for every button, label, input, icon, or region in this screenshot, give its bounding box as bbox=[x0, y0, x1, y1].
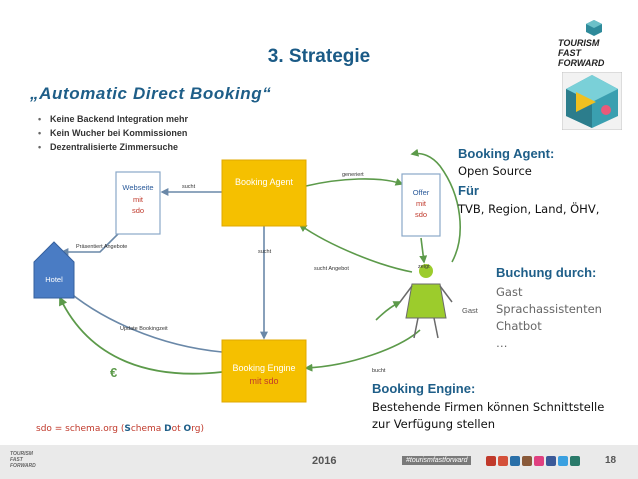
edge-guest-to-agent bbox=[298, 224, 413, 273]
booking-engine-node bbox=[221, 339, 307, 403]
edge-guest-to-engine bbox=[304, 329, 421, 372]
edge-engine-to-hotel-euro bbox=[59, 296, 223, 375]
website-mit: mit bbox=[133, 195, 144, 204]
edge-label-generiert: generiert bbox=[342, 172, 364, 178]
flickr-icon[interactable] bbox=[534, 456, 544, 466]
footer-bar: TOURISM FAST FORWARD 2016 #tourismfastfo… bbox=[0, 445, 638, 479]
engine-text: zur Verfügung stellen bbox=[372, 417, 495, 431]
booking-engine-label: Booking Engine bbox=[232, 363, 295, 373]
feature-bullets: Keine Backend Integration mehr Kein Wuch… bbox=[38, 112, 188, 154]
edge-label-sucht-mid: sucht bbox=[258, 249, 272, 255]
footer-year: 2016 bbox=[312, 455, 337, 467]
slide-title: 3. Strategie bbox=[267, 46, 371, 67]
footer-logo: TOURISM FAST FORWARD bbox=[10, 451, 36, 469]
edge-guest-left-hand bbox=[375, 301, 402, 321]
fuer-heading: Für bbox=[458, 183, 479, 198]
offer-label: Offer bbox=[413, 188, 430, 197]
website-node bbox=[115, 171, 161, 235]
xing-icon[interactable] bbox=[570, 456, 580, 466]
offer-sdo: sdo bbox=[415, 210, 427, 219]
agent-text: Open Source bbox=[458, 164, 532, 178]
googleplus-icon[interactable] bbox=[498, 456, 508, 466]
agent-heading: Booking Agent: bbox=[458, 146, 555, 161]
booking-agent-label: Booking Agent bbox=[235, 177, 294, 187]
edge-guest-offer-curve bbox=[410, 148, 461, 263]
youtube-icon[interactable] bbox=[486, 456, 496, 466]
guest-figure-icon bbox=[399, 264, 453, 339]
buchung-item: Sprachassistenten bbox=[496, 302, 602, 316]
edge-agent-to-offer bbox=[305, 178, 404, 187]
hotel-node bbox=[33, 241, 75, 299]
engine-heading: Booking Engine: bbox=[372, 381, 476, 396]
engine-text: Bestehende Firmen können Schnittstelle bbox=[372, 400, 605, 414]
edge-offer-to-guest bbox=[419, 237, 428, 264]
buchung-item: Chatbot bbox=[496, 319, 542, 333]
booking-engine-sdo: mit sdo bbox=[249, 376, 278, 386]
booking-agent-node bbox=[221, 159, 307, 227]
edge-engine-to-hotel bbox=[60, 284, 223, 353]
footer-hashtag: #tourismfastforward bbox=[402, 456, 472, 465]
website-label: Webseite bbox=[122, 183, 153, 192]
facebook-icon[interactable] bbox=[546, 456, 556, 466]
edge-website-to-hotel bbox=[60, 229, 123, 256]
bullet-item: Kein Wucher bei Kommissionen bbox=[38, 126, 188, 140]
sdo-footnote: sdo = schema.org (Schema Dot Org) bbox=[36, 424, 204, 434]
guest-label: Gast bbox=[462, 306, 479, 315]
fuer-text: TVB, Region, Land, ÖHV, bbox=[458, 202, 600, 216]
buchung-heading: Buchung durch: bbox=[496, 265, 597, 280]
linkedin-icon[interactable] bbox=[510, 456, 520, 466]
buchung-item: … bbox=[496, 336, 508, 350]
edge-label-bucht: bucht bbox=[372, 368, 386, 374]
buchung-item: Gast bbox=[496, 285, 523, 299]
offer-mit: mit bbox=[416, 199, 427, 208]
edge-label-sucht-angebot: sucht Angebot bbox=[314, 266, 349, 272]
euro-label: € bbox=[110, 365, 117, 380]
logo-cube-icon bbox=[586, 20, 602, 36]
bullet-item: Keine Backend Integration mehr bbox=[38, 112, 188, 126]
edge-label-sucht-top: sucht bbox=[182, 184, 196, 190]
page-number: 18 bbox=[605, 455, 617, 466]
website-sdo: sdo bbox=[132, 206, 144, 215]
edge-label-update: Update Bookingzeit bbox=[120, 326, 168, 332]
hotel-label: Hotel bbox=[45, 275, 63, 284]
bullet-item: Dezentralisierte Zimmersuche bbox=[38, 140, 188, 154]
offer-node bbox=[401, 173, 441, 237]
concept-title: „Automatic Direct Booking“ bbox=[30, 84, 272, 103]
instagram-icon[interactable] bbox=[522, 456, 532, 466]
logo-graphic-icon bbox=[562, 72, 622, 130]
tourism-fast-forward-logo: TOURISM FAST FORWARD bbox=[556, 20, 630, 130]
twitter-icon[interactable] bbox=[558, 456, 568, 466]
edge-label-zeigt: zeigt bbox=[418, 264, 430, 270]
edge-label-praesentiert: Präsentiert Angebote bbox=[76, 244, 127, 250]
